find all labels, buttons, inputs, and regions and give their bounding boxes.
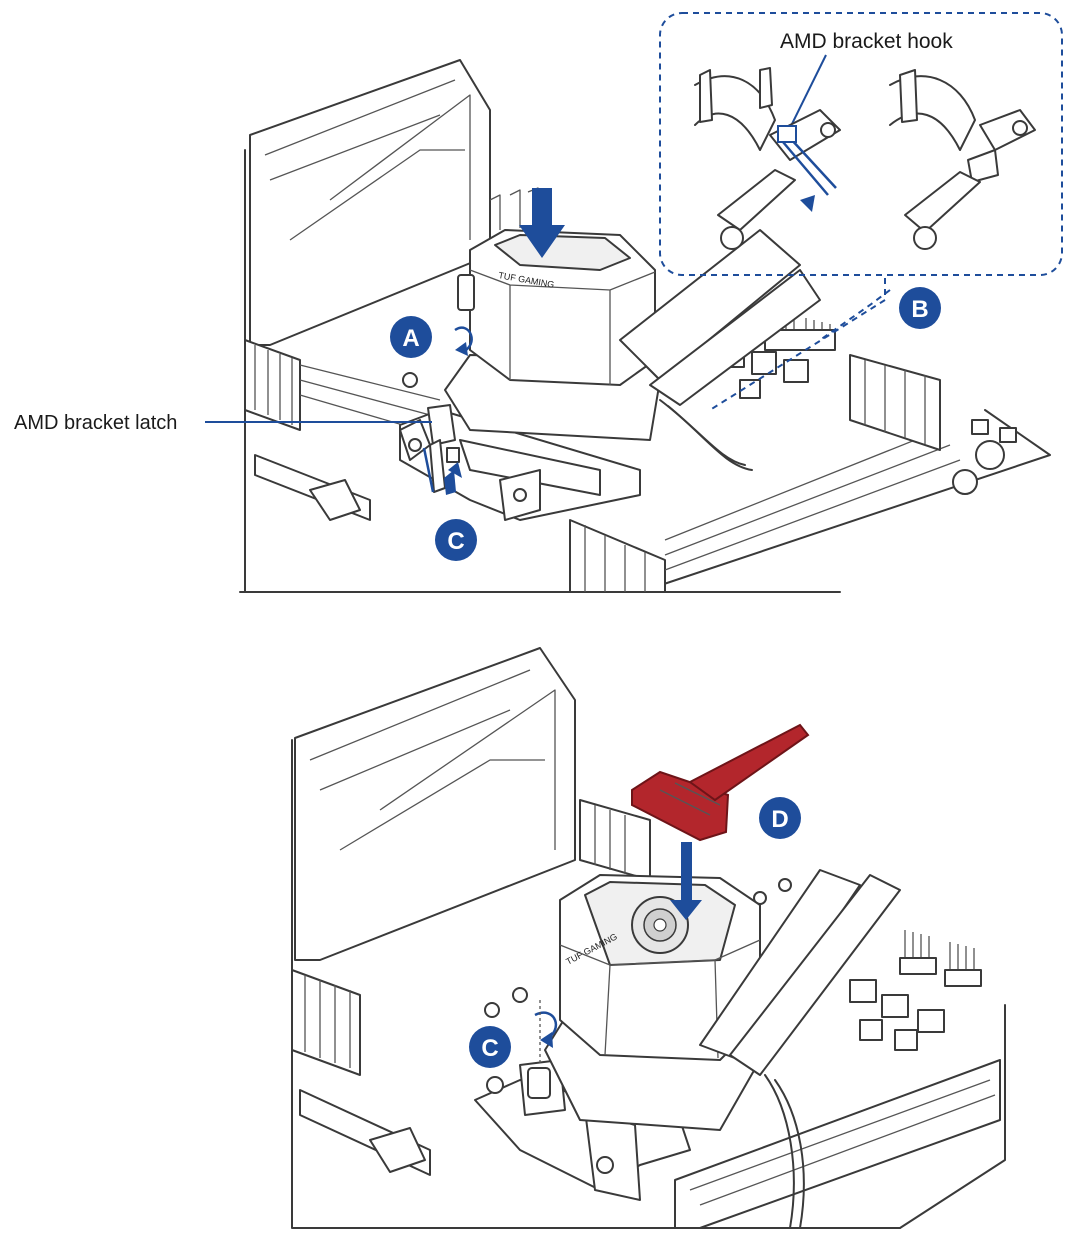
svg-text:B: B [911,296,928,323]
detail-inset: AMD bracket hook [659,12,1063,411]
step-badge-b: B [899,287,941,329]
screwdriver-icon [631,723,810,842]
bottom-header-pins [899,930,982,987]
top-ram-slots-left [244,339,441,431]
down-arrow-icon [519,188,565,258]
hook-leader-line [789,54,827,129]
top-figure: TUF GAMING A C AMD br [14,12,1063,593]
svg-text:D: D [771,806,788,833]
top-pump-head: TUF GAMING [444,229,661,441]
bracket-latch-label: AMD bracket latch [14,412,177,434]
step-badge-d: D [759,797,801,839]
bottom-tubes [699,869,901,1229]
inset-detail-after [889,69,1036,250]
bottom-ram-slots [291,799,651,1076]
bracket-hook-label: AMD bracket hook [780,30,953,53]
svg-text:C: C [447,528,464,555]
bottom-components [484,878,945,1051]
inset-connector [709,278,886,411]
bottom-thumbscrew [527,1067,551,1099]
top-ram-slots-bottom [569,429,961,593]
step-badge-a: A [390,316,432,358]
bottom-amd-bracket [474,1059,691,1201]
top-io-shroud [249,59,491,346]
inset-detail-before [694,67,841,250]
step-badge-c-bottom: C [469,1026,511,1068]
step-badge-c-top: C [435,519,477,561]
bottom-figure: TUF GAMING D C [291,647,1006,1229]
bottom-io-shroud [294,647,576,961]
top-tubes [619,229,821,471]
down-arrow-icon-bottom [670,842,702,920]
top-ram-slots-right [849,354,941,451]
svg-text:A: A [402,325,419,352]
bottom-pump-head: TUF GAMING [544,874,761,1131]
top-amd-bracket [399,404,641,521]
up-arrow-icon [422,439,462,495]
top-bracket-latch [427,404,456,446]
svg-text:C: C [481,1035,498,1062]
bottom-ram-right [674,1059,1001,1229]
